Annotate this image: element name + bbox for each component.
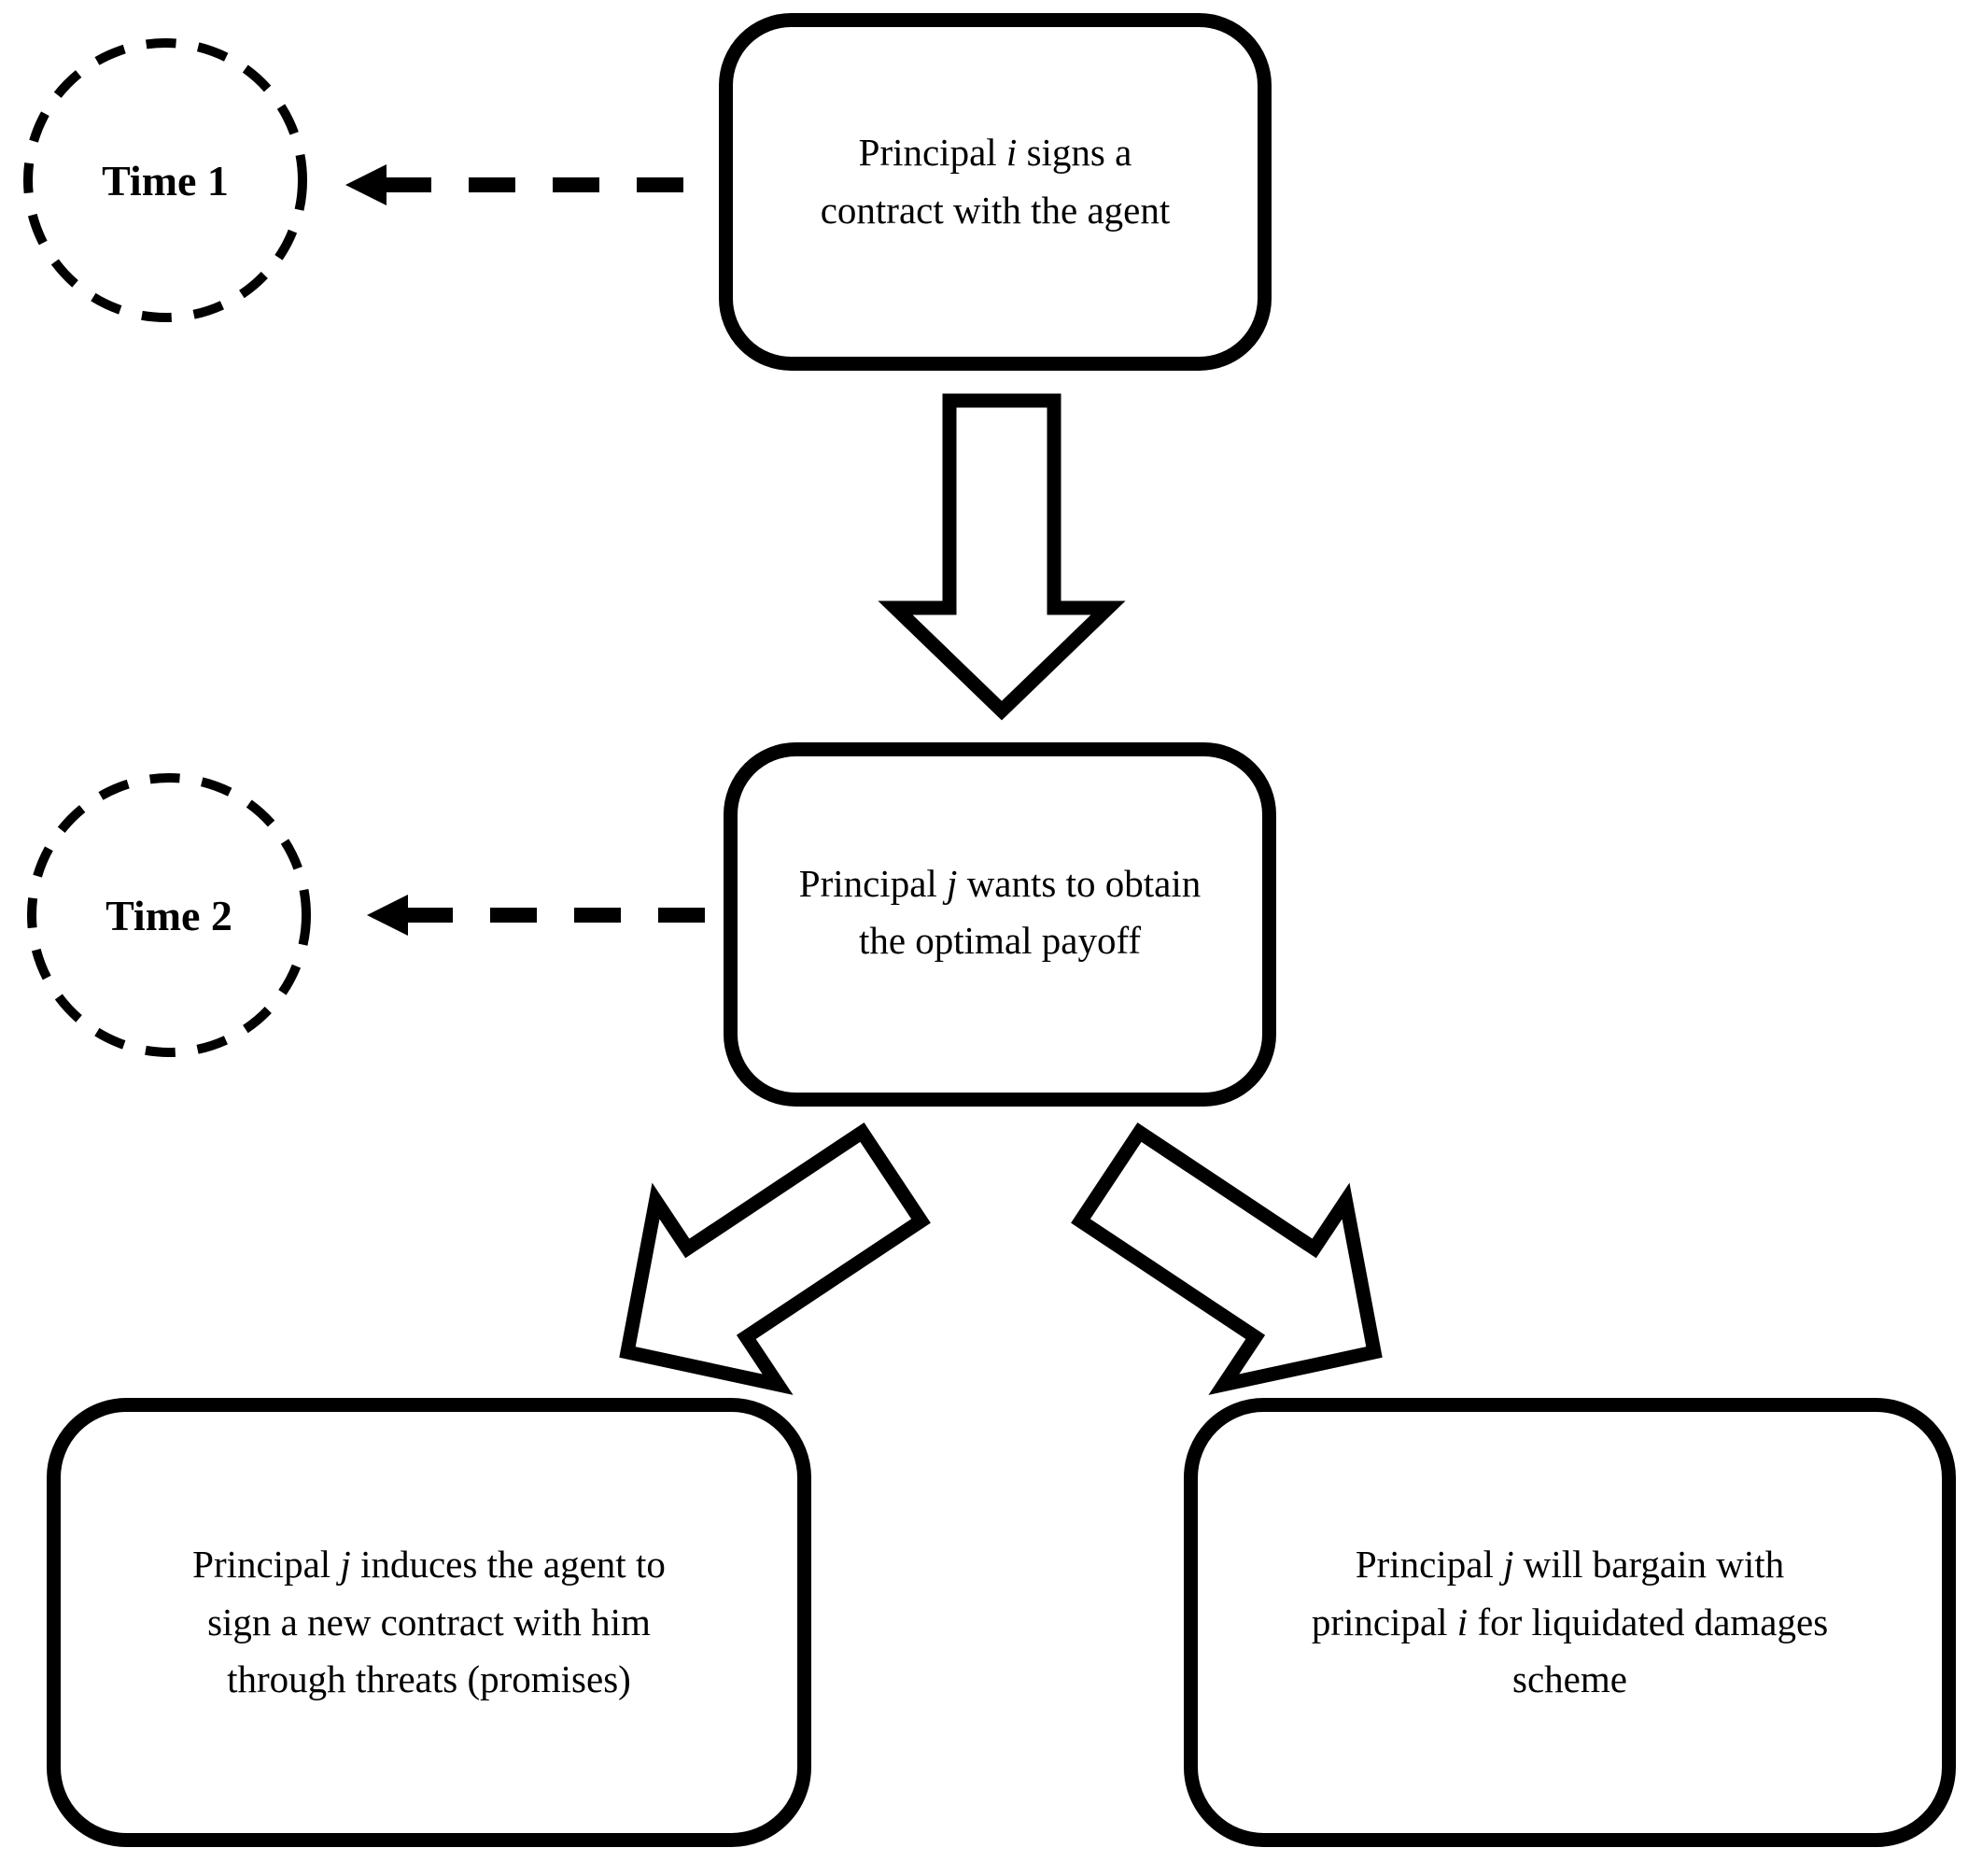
dashed-arrow-to-time1 — [345, 164, 717, 205]
block-arrow-down-right-icon — [1071, 1122, 1383, 1395]
dashed-arrow-to-time1-head-icon — [345, 164, 387, 205]
node-bargain-damages-box — [1184, 1398, 1956, 1847]
time1-circle — [23, 38, 307, 322]
time2-label: Time 2 — [105, 891, 232, 939]
node-induce-agent-box — [47, 1398, 811, 1847]
time2-circle — [27, 773, 311, 1057]
time1-label: Time 1 — [102, 156, 229, 205]
dashed-arrow-to-time2-head-icon — [367, 895, 408, 936]
dashed-arrow-to-time2 — [367, 895, 724, 936]
block-arrow-down-icon — [878, 393, 1126, 721]
node-optimal-payoff-box — [724, 742, 1276, 1107]
node-sign-contract-box — [719, 13, 1272, 371]
block-arrow-down-left-icon — [619, 1122, 931, 1395]
